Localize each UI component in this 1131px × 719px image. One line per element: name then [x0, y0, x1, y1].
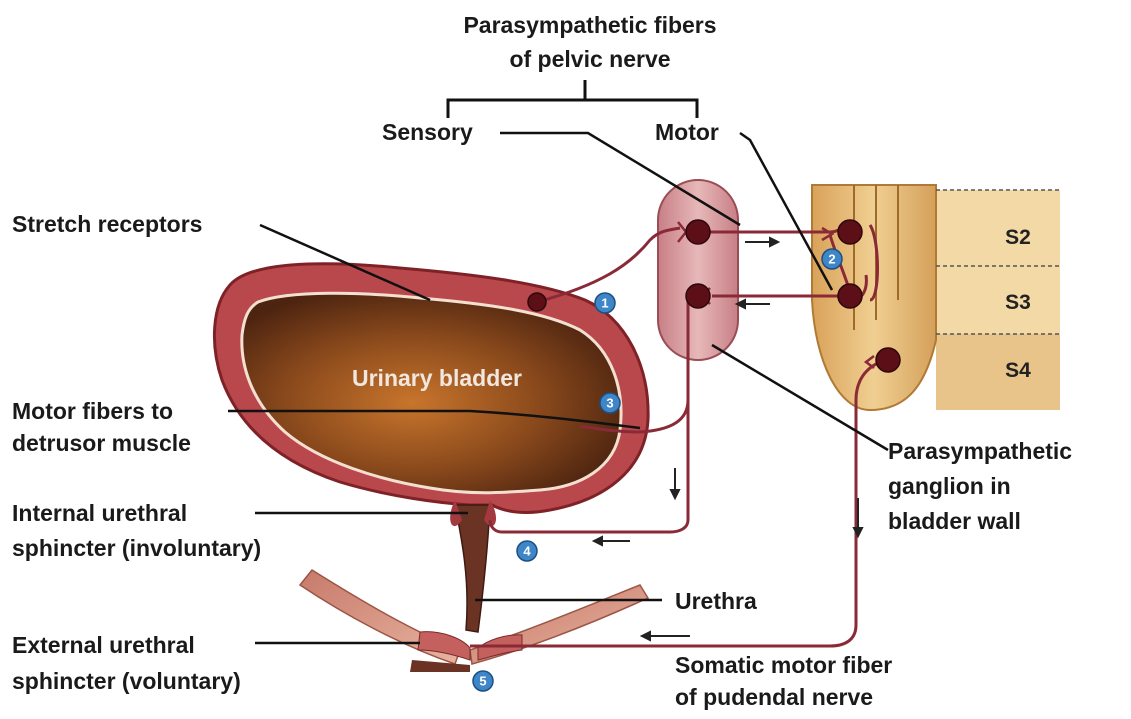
ganglion-label-line-2: ganglion in [888, 473, 1011, 499]
ganglion-label-line-3: bladder wall [888, 508, 1021, 534]
cord-neuron-s4 [876, 348, 900, 372]
segment-label-s2: S2 [1005, 226, 1031, 249]
motor-label: Motor [655, 119, 719, 145]
arrow-left-somatic [642, 632, 690, 640]
urethra-exit [410, 660, 470, 672]
arrow-left-internal [594, 537, 630, 545]
title-bracket [448, 80, 697, 118]
step-badge-1: 1 [595, 293, 615, 313]
external-sphincter-label-line-1: External urethral [12, 632, 195, 658]
arrow-down-detrusor [671, 468, 679, 498]
urethra-label: Urethra [675, 588, 757, 614]
step-badge-2: 2 [822, 249, 842, 269]
motor-fibers-label-line-2: detrusor muscle [12, 430, 191, 456]
svg-text:4: 4 [523, 544, 531, 559]
somatic-fiber-label-line-1: Somatic motor fiber [675, 652, 892, 678]
step-badge-5: 5 [473, 671, 493, 691]
cord-neuron-s2 [838, 220, 862, 244]
title-line-2: of pelvic nerve [509, 46, 670, 72]
svg-text:1: 1 [601, 296, 608, 311]
title-line-1: Parasympathetic fibers [463, 12, 716, 38]
segment-band-lower [936, 334, 1060, 410]
ganglion-label-line-1: Parasympathetic [888, 438, 1072, 464]
somatic-fiber-label-line-2: of pudendal nerve [675, 684, 873, 710]
segment-label-s4: S4 [1005, 359, 1031, 382]
ganglion-neuron-upper [686, 220, 710, 244]
arrow-right-sensory [745, 238, 778, 246]
stretch-receptors-label: Stretch receptors [12, 211, 202, 237]
segment-label-s3: S3 [1005, 291, 1031, 314]
motor-fibers-label-line-1: Motor fibers to [12, 398, 173, 424]
cord-neuron-s3 [838, 284, 862, 308]
svg-text:5: 5 [479, 674, 486, 689]
svg-text:3: 3 [606, 396, 613, 411]
stretch-receptor-neuron [528, 293, 546, 311]
internal-sphincter-label-line-1: Internal urethral [12, 500, 187, 526]
ganglion-neuron-lower [686, 284, 710, 308]
urinary-bladder-label: Urinary bladder [352, 365, 522, 391]
svg-text:2: 2 [828, 252, 835, 267]
urethra-tube [455, 505, 490, 632]
arrow-left-motor [737, 300, 770, 308]
sensory-label: Sensory [382, 119, 473, 145]
step-badge-4: 4 [517, 541, 537, 561]
step-badge-3: 3 [600, 393, 620, 413]
parasympathetic-ganglion [658, 180, 738, 360]
internal-sphincter-label-line-2: sphincter (involuntary) [12, 535, 261, 561]
external-sphincter-label-line-2: sphincter (voluntary) [12, 668, 241, 694]
